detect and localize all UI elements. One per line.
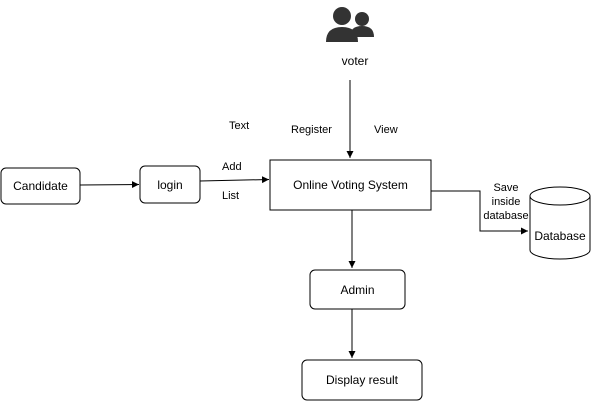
edge-login-to-system xyxy=(199,176,270,184)
candidate-node: Candidate xyxy=(0,167,81,205)
edge-candidate-to-login xyxy=(79,181,140,189)
save-label-line2: inside xyxy=(492,196,521,208)
database-label: Database xyxy=(534,229,586,243)
candidate-label: Candidate xyxy=(13,179,68,193)
login-node: login xyxy=(139,165,201,204)
add-label: Add xyxy=(222,161,242,173)
admin-label: Admin xyxy=(340,283,374,297)
view-label: View xyxy=(374,124,398,136)
text-label: Text xyxy=(229,120,249,132)
edge-system-to-database xyxy=(431,190,528,235)
system-label: Online Voting System xyxy=(293,178,408,192)
voter-label: voter xyxy=(342,54,369,68)
admin-node: Admin xyxy=(309,269,406,310)
display-result-label: Display result xyxy=(326,373,399,387)
login-label: login xyxy=(157,178,182,192)
database-node: Database xyxy=(529,186,591,260)
save-label-line3: database xyxy=(483,210,528,222)
display-result-node: Display result xyxy=(301,359,423,401)
list-label: List xyxy=(222,190,239,202)
register-label: Register xyxy=(291,124,332,136)
users-icon xyxy=(326,7,374,42)
online-voting-system-node: Online Voting System xyxy=(269,159,432,211)
save-label-line1: Save xyxy=(493,182,518,194)
